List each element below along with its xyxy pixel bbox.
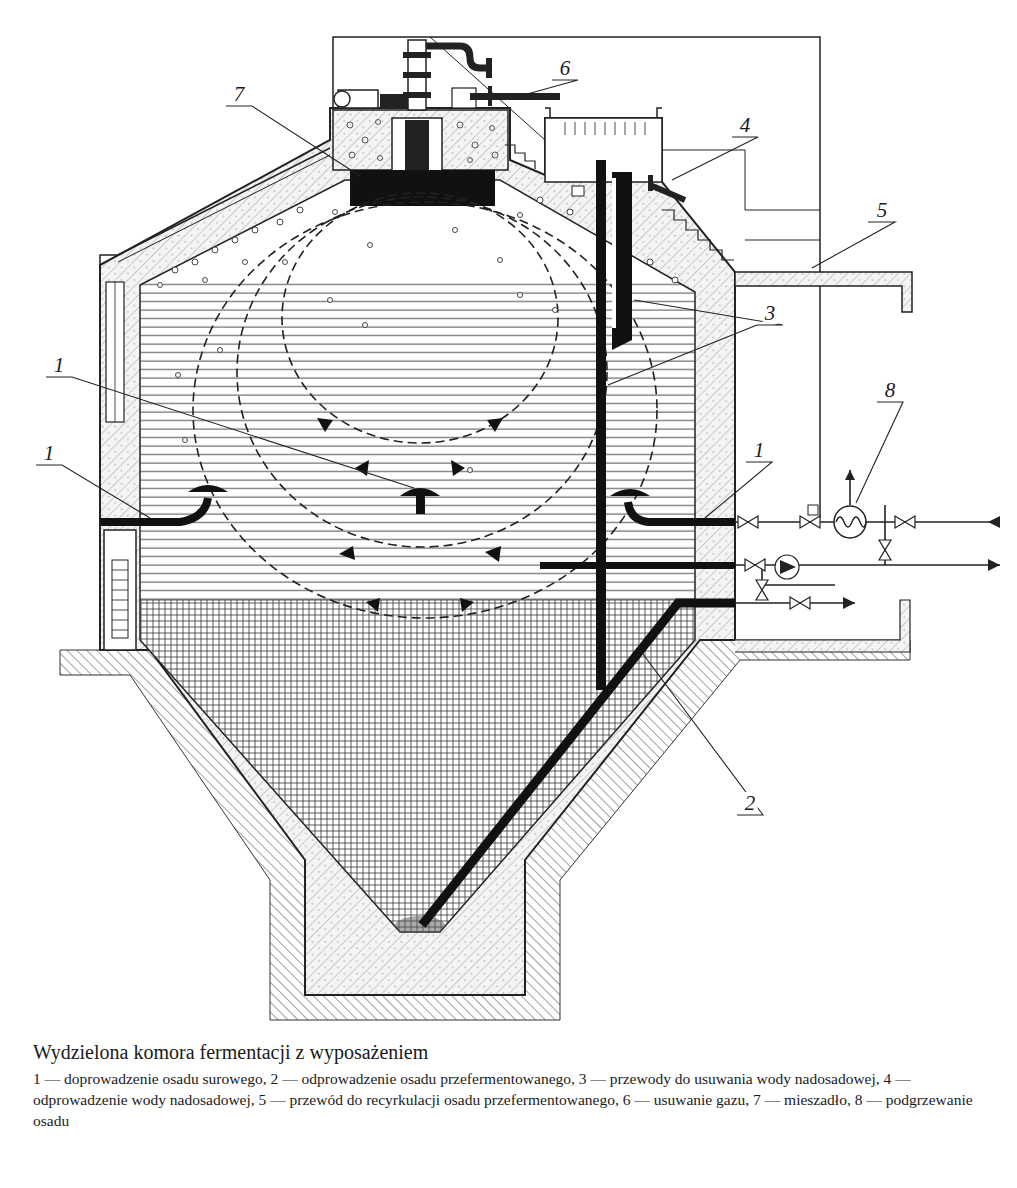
callout-number: 5 bbox=[875, 199, 890, 221]
callout-number: 6 bbox=[558, 57, 573, 79]
callout-number: 1 bbox=[42, 442, 57, 464]
callout-number: 2 bbox=[743, 792, 758, 814]
callout-number: 8 bbox=[883, 379, 898, 401]
callout-number: 1 bbox=[752, 439, 767, 461]
callout-number: 3 bbox=[763, 302, 778, 324]
figure-caption: 1 — doprowadzenie osadu surowego, 2 — od… bbox=[33, 1068, 983, 1131]
figure-title: Wydzielona komora fermentacji z wyposaże… bbox=[33, 1040, 428, 1064]
callout-number: 1 bbox=[52, 354, 67, 376]
callout-number: 4 bbox=[738, 114, 753, 136]
callout-number: 7 bbox=[232, 83, 247, 105]
